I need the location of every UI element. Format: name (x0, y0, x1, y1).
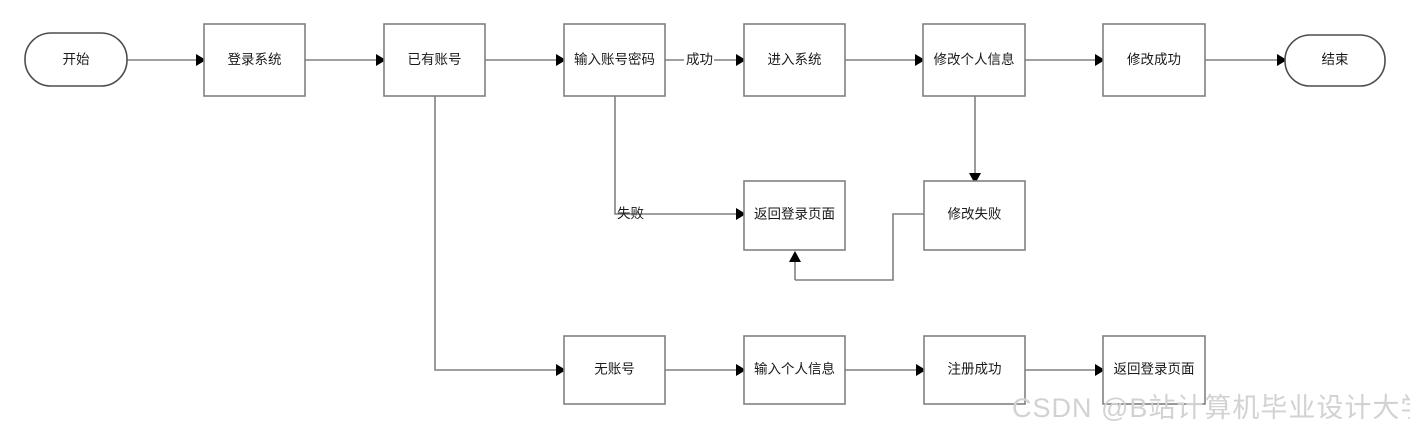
node-edit-profile-shape[interactable] (922, 23, 1026, 97)
node-edit-success-shape[interactable] (1102, 23, 1206, 97)
edge-has-account-to-no-account (434, 96, 566, 376)
edge-reg-success-to-back-login (1025, 364, 1105, 376)
arrow-head-icon (1277, 54, 1287, 66)
node-login-system[interactable]: 登录系统 (203, 23, 306, 97)
node-back-login-2[interactable]: 返回登录页面 (1102, 335, 1206, 405)
node-edit-success[interactable]: 修改成功 (1102, 23, 1206, 97)
node-back-login-1[interactable]: 返回登录页面 (743, 180, 846, 251)
node-reg-success[interactable]: 注册成功 (923, 335, 1026, 405)
node-has-account-label: 已有账号 (408, 52, 462, 67)
node-input-creds[interactable]: 输入账号密码 (563, 23, 666, 97)
edge-labels-layer: 成功 失败 (617, 52, 713, 221)
arrow-head-icon (376, 54, 386, 66)
node-reg-success-shape[interactable] (923, 335, 1026, 405)
edge-input-info-to-reg-success (845, 364, 926, 376)
edges-layer (127, 54, 1287, 376)
watermark-label: CSDN @B站计算机毕业设计大学 (1012, 393, 1410, 423)
node-enter-system-shape[interactable] (743, 23, 846, 97)
arrow-head-icon (1095, 364, 1105, 376)
arrow-head-icon (1095, 54, 1105, 66)
node-no-account-label: 无账号 (594, 362, 635, 377)
node-edit-success-label: 修改成功 (1127, 52, 1181, 67)
edge-no-account-to-input-info (665, 364, 746, 376)
arrow-head-icon (915, 54, 925, 66)
edge-input-creds-to-back-login (614, 96, 746, 220)
node-input-creds-label: 输入账号密码 (574, 51, 655, 67)
node-login-system-label: 登录系统 (228, 52, 282, 67)
arrow-head-icon (556, 364, 566, 376)
edge-edit-profile-to-edit-success (1025, 54, 1105, 66)
node-back-login-1-shape[interactable] (743, 180, 846, 251)
node-has-account-shape[interactable] (383, 23, 486, 97)
node-start[interactable]: 开始 (24, 32, 128, 87)
edge-input-creds-to-enter-system (665, 54, 746, 66)
arrow-head-icon (736, 208, 746, 220)
node-input-info-label: 输入个人信息 (754, 361, 835, 377)
node-edit-failed-label: 修改失败 (948, 207, 1002, 222)
node-input-info-shape[interactable] (743, 335, 846, 405)
node-has-account[interactable]: 已有账号 (383, 23, 486, 97)
node-back-login-2-label: 返回登录页面 (1114, 362, 1195, 377)
arrow-head-icon (736, 364, 746, 376)
node-back-login-1-label: 返回登录页面 (754, 207, 835, 222)
node-no-account-shape[interactable] (563, 335, 666, 405)
edge-label-success: 成功 (686, 52, 713, 67)
node-edit-failed-shape[interactable] (923, 180, 1026, 251)
arrow-head-icon (196, 54, 206, 66)
node-input-info[interactable]: 输入个人信息 (743, 335, 846, 405)
node-end-shape[interactable] (1284, 34, 1386, 87)
node-edit-profile[interactable]: 修改个人信息 (922, 23, 1026, 97)
edge-login-system-to-has-account (305, 54, 386, 66)
nodes-layer: 开始 登录系统 已有账号 输入账号密码 进入系统 (24, 23, 1386, 405)
edge-has-account-to-input-creds (485, 54, 566, 66)
edge-start-to-login-system (127, 54, 206, 66)
arrow-head-icon (969, 173, 981, 184)
edge-edit-success-to-end (1205, 54, 1287, 66)
node-back-login-2-shape[interactable] (1102, 335, 1206, 405)
node-no-account[interactable]: 无账号 (563, 335, 666, 405)
edge-label-failed: 失败 (617, 206, 645, 221)
arrow-head-icon (916, 364, 926, 376)
node-end-label: 结束 (1322, 52, 1350, 67)
arrow-head-icon (556, 54, 566, 66)
arrow-head-icon (736, 54, 746, 66)
edge-edit-failed-to-back-login (789, 213, 924, 281)
node-start-label: 开始 (63, 52, 90, 67)
node-edit-failed[interactable]: 修改失败 (923, 180, 1026, 251)
node-reg-success-label: 注册成功 (948, 362, 1002, 377)
node-enter-system-label: 进入系统 (768, 52, 822, 67)
node-start-shape[interactable] (24, 32, 128, 87)
watermark: CSDN @B站计算机毕业设计大学 (1012, 393, 1410, 423)
node-edit-profile-label: 修改个人信息 (934, 51, 1015, 67)
node-enter-system[interactable]: 进入系统 (743, 23, 846, 97)
node-input-creds-shape[interactable] (563, 23, 666, 97)
node-end[interactable]: 结束 (1284, 34, 1386, 87)
edge-edit-profile-to-edit-failed (969, 96, 981, 184)
node-login-system-shape[interactable] (203, 23, 306, 97)
edge-enter-system-to-edit-profile (845, 54, 925, 66)
arrow-head-icon (789, 251, 801, 262)
